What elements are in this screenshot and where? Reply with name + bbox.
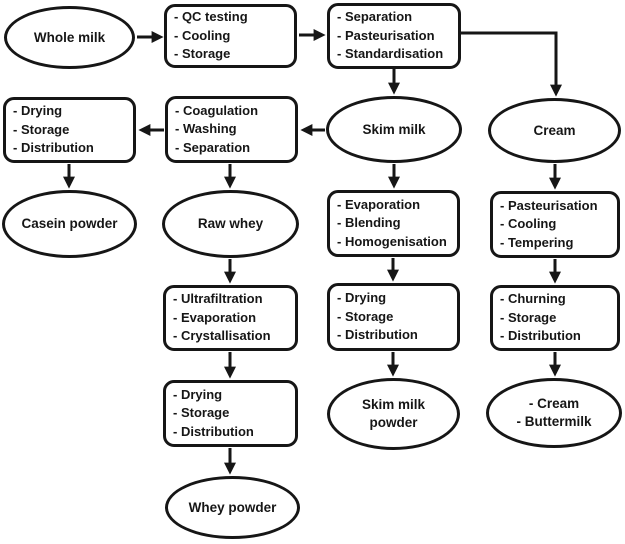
- node-coagulation-washing-separation: - Coagulation - Washing - Separation: [165, 96, 298, 163]
- node-evaporation-blending-homogenisation: - Evaporation - Blending - Homogenisatio…: [327, 190, 460, 257]
- node-raw-whey: Raw whey: [162, 190, 299, 258]
- node-whole-milk: Whole milk: [4, 6, 135, 69]
- node-qc-cooling-storage: - QC testing - Cooling - Storage: [164, 4, 297, 68]
- node-whey-powder: Whey powder: [165, 476, 300, 539]
- node-skim-milk: Skim milk: [326, 96, 462, 163]
- node-skim-milk-powder: Skim milk powder: [327, 378, 460, 450]
- node-churning-storage-distribution: - Churning - Storage - Distribution: [490, 285, 620, 351]
- node-casein-powder: Casein powder: [2, 190, 137, 258]
- node-drying-storage-distribution-casein: - Drying - Storage - Distribution: [3, 97, 136, 163]
- node-drying-storage-distribution-skim: - Drying - Storage - Distribution: [327, 283, 460, 351]
- node-cream-buttermilk: - Cream - Buttermilk: [486, 378, 622, 448]
- edge-separation-to-cream: [461, 31, 562, 97]
- node-drying-storage-distribution-whey: - Drying - Storage - Distribution: [163, 380, 298, 447]
- node-separation-pasteurisation-standardisation: - Separation - Pasteurisation - Standard…: [327, 3, 461, 69]
- node-pasteurisation-cooling-tempering: - Pasteurisation - Cooling - Tempering: [490, 191, 620, 258]
- node-ultrafiltration-evaporation-crystallisation: - Ultrafiltration - Evaporation - Crysta…: [163, 285, 298, 351]
- node-cream: Cream: [488, 98, 621, 163]
